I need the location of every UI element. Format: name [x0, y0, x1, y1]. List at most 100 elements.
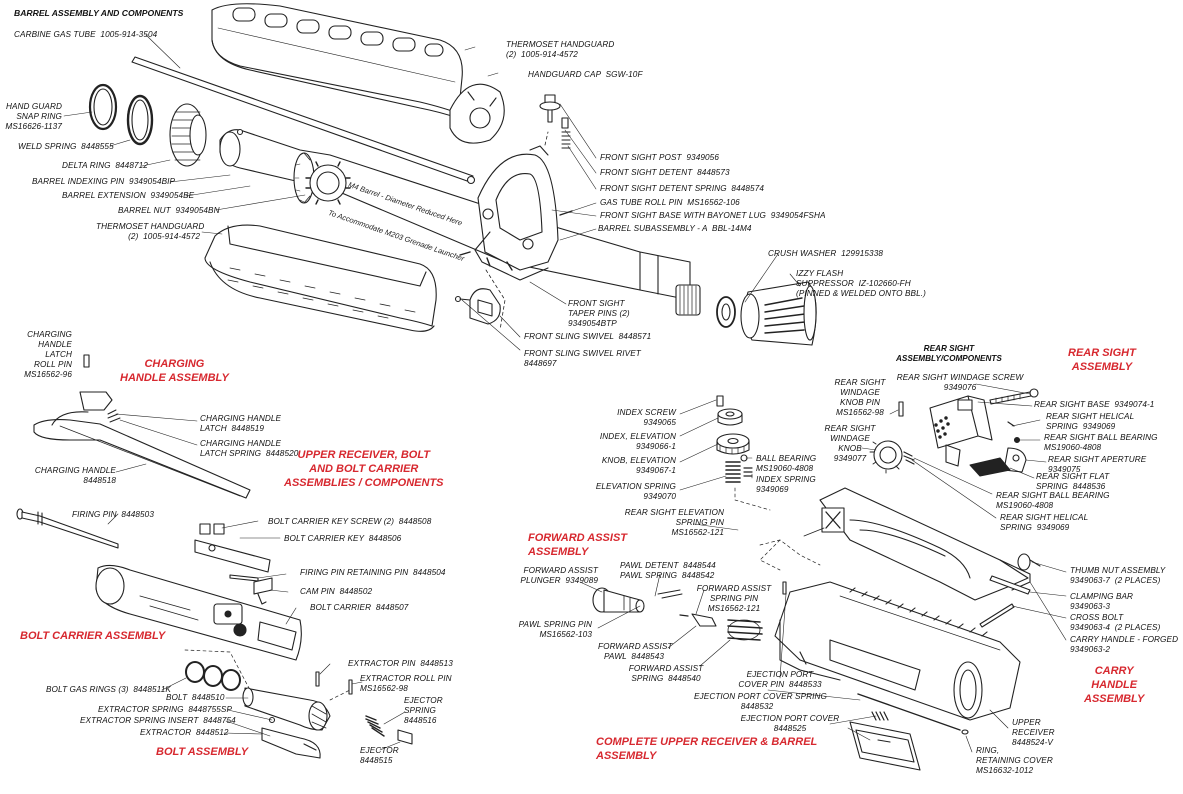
label-elevation-spring: ELEVATION SPRING 9349070: [595, 482, 676, 501]
label-handguard-cap: HANDGUARD CAP SGW-10F: [528, 70, 643, 79]
rear-sight-flat-spring-icon: [969, 457, 1011, 477]
label-ball-bearing-elev: BALL BEARING MS19060-4808: [756, 454, 817, 473]
forward-assist-spring-icon: [727, 619, 763, 641]
extractor-icon: [261, 727, 321, 759]
label-rear-sight-windage-knob-pin: REAR SIGHT WINDAGE KNOB PIN MS16562-98: [834, 378, 886, 417]
label-charging-handle-latch-spring: CHARGING HANDLE LATCH SPRING 8448520: [200, 439, 299, 458]
rear-sight-windage-knob-pin-icon: [898, 401, 904, 417]
heading-forward-assist: FORWARD ASSIST ASSEMBLY: [528, 532, 628, 558]
bolt-gas-rings-icon: [184, 649, 251, 691]
firing-pin-retaining-pin-icon: [229, 574, 259, 582]
ejection-port-spring-icon: [871, 711, 889, 721]
subheading-rear-sight: REAR SIGHT ASSEMBLY/COMPONENTS: [896, 344, 1002, 363]
label-bolt-carrier-key: BOLT CARRIER KEY 8448506: [284, 534, 402, 543]
rear-sight-aperture-icon: [1003, 447, 1027, 473]
label-barrel-indexing-pin: BARREL INDEXING PIN 9349054BIP: [32, 177, 176, 186]
bolt-carrier-icon: [95, 564, 302, 661]
forward-assist-pawl-icon: [679, 613, 717, 627]
label-izzy-flash: IZZY FLASH SUPPRESSOR IZ-102660-FH (PINN…: [796, 269, 926, 298]
forward-assist-plunger-icon: [592, 587, 645, 613]
label-cam-pin: CAM PIN 8448502: [300, 587, 373, 596]
carry-handle-icon: [819, 487, 1031, 601]
label-knob-elevation: KNOB, ELEVATION 9349067-1: [601, 456, 676, 475]
label-bolt: BOLT 8448510: [166, 693, 225, 702]
flash-suppressor-icon: [740, 281, 817, 346]
label-carry-handle-forged: CARRY HANDLE - FORGED 9349063-2: [1070, 635, 1179, 654]
front-sight-post-icon: [539, 94, 571, 149]
label-ejector-spring: EJECTOR SPRING 8448516: [404, 696, 443, 725]
label-charging-handle-latch-roll-pin: CHARGING HANDLE LATCH ROLL PIN MS16562-9…: [24, 330, 72, 379]
heading-bolt: BOLT ASSEMBLY: [156, 746, 249, 758]
label-firing-pin: FIRING PIN 8448503: [72, 510, 154, 519]
rear-sight-windage-knob-icon: [869, 440, 915, 474]
label-charging-handle: CHARGING HANDLE 8448518: [34, 466, 116, 485]
label-barrel-subassembly: BARREL SUBASSEMBLY - A BBL-14M4: [598, 224, 752, 233]
barrel-nut-icon: [305, 161, 351, 205]
label-carbine-gas-tube: CARBINE GAS TUBE 1005-914-3504: [14, 30, 158, 39]
charging-handle-icon: [33, 354, 251, 499]
label-rear-sight-helical-spring-top: REAR SIGHT HELICAL SPRING 9349069: [1046, 412, 1135, 431]
label-thermoset-handguard-lower: THERMOSET HANDGUARD (2) 1005-914-4572: [96, 222, 205, 241]
label-forward-assist-spring-pin: FORWARD ASSIST SPRING PIN MS16562-121: [696, 584, 772, 613]
label-upper-receiver: UPPER RECEIVER 8448524-V: [1012, 718, 1055, 747]
label-rear-sight-base: REAR SIGHT BASE 9349074-1: [1034, 400, 1155, 409]
bolt-icon: [242, 687, 331, 740]
handguard-cap-icon: [449, 83, 505, 144]
upper-receiver-icon: [774, 581, 1021, 721]
label-bolt-carrier: BOLT CARRIER 8448507: [310, 603, 409, 612]
label-rear-sight-windage-screw: REAR SIGHT WINDAGE SCREW 9349076: [896, 373, 1024, 392]
label-rear-sight-windage-knob: REAR SIGHT WINDAGE KNOB 9349077: [824, 424, 876, 463]
label-clamping-bar: CLAMPING BAR 9349063-3: [1070, 592, 1134, 611]
cam-pin-icon: [253, 577, 273, 605]
label-firing-pin-retaining-pin: FIRING PIN RETAINING PIN 8448504: [300, 568, 446, 577]
label-front-sight-detent-spring: FRONT SIGHT DETENT SPRING 8448574: [600, 184, 765, 193]
label-handguard-snap-ring: HAND GUARD SNAP RING MS16626-1137: [5, 102, 62, 131]
label-front-sight-base: FRONT SIGHT BASE WITH BAYONET LUG 934905…: [600, 211, 826, 220]
label-ejector: EJECTOR 8448515: [360, 746, 399, 765]
thumb-nut-icon: [1017, 553, 1041, 571]
label-rear-sight-flat-spring: REAR SIGHT FLAT SPRING 8448536: [1036, 472, 1110, 491]
label-pawl-spring: PAWL SPRING 8448542: [620, 571, 715, 580]
heading-carry-handle: CARRY HANDLE ASSEMBLY: [1084, 665, 1145, 705]
label-gas-tube-roll-pin: GAS TUBE ROLL PIN MS16562-106: [600, 198, 740, 207]
label-front-sling-swivel-rivet: FRONT SLING SWIVEL RIVET 8448697: [524, 349, 641, 368]
rear-sight-windage-screw-icon: [989, 388, 1039, 405]
label-pawl-spring-pin: PAWL SPRING PIN MS16562-103: [518, 620, 592, 639]
label-index-spring: INDEX SPRING 9349069: [756, 475, 816, 494]
label-front-sight-post: FRONT SIGHT POST 9349056: [600, 153, 719, 162]
rear-sight-base-icon: [929, 395, 993, 467]
label-ejection-port-cover: EJECTION PORT COVER 8448525: [740, 714, 840, 733]
ejector-spring-icon: [365, 715, 385, 737]
label-index-screw: INDEX SCREW 9349065: [617, 408, 676, 427]
label-forward-assist-plunger: FORWARD ASSIST PLUNGER 9349089: [520, 566, 598, 585]
weld-spring-icon: [126, 94, 154, 146]
label-index-elevation: INDEX, ELEVATION 9349066-1: [599, 432, 676, 451]
gas-tube-icon: [131, 56, 476, 185]
elevation-spring-icon: [725, 461, 741, 483]
label-rear-sight-aperture: REAR SIGHT APERTURE 9349075: [1048, 455, 1147, 474]
label-delta-ring: DELTA RING 8448712: [62, 161, 148, 170]
pawl-spring-icon: [657, 589, 683, 599]
label-extractor-spring: EXTRACTOR SPRING 8448755SP: [98, 705, 233, 714]
diagram-title: BARREL ASSEMBLY AND COMPONENTS: [14, 8, 184, 18]
heading-rear-sight: REAR SIGHT ASSEMBLY: [1068, 347, 1136, 373]
label-pawl-detent: PAWL DETENT 8448544: [620, 561, 716, 570]
label-extractor-roll-pin: EXTRACTOR ROLL PIN MS16562-98: [360, 674, 452, 693]
heading-bolt-carrier: BOLT CARRIER ASSEMBLY: [20, 630, 166, 642]
label-extractor-pin: EXTRACTOR PIN 8448513: [348, 659, 453, 668]
label-rear-sight-ball-bearing-top: REAR SIGHT BALL BEARING MS19060-4808: [1044, 433, 1158, 452]
index-screw-icon: [716, 395, 724, 407]
label-barrel-nut: BARREL NUT 9349054BN: [118, 206, 220, 215]
clamping-bar-icon: [989, 575, 1031, 595]
label-extractor: EXTRACTOR 8448512: [140, 728, 229, 737]
label-barrel-extension: BARREL EXTENSION 9349054BE: [62, 191, 195, 200]
cross-bolt-icon: [979, 603, 1015, 628]
label-charging-handle-latch: CHARGING HANDLE LATCH 8448519: [200, 414, 282, 433]
label-ejection-port-cover-spring: EJECTION PORT COVER SPRING 8448532: [694, 692, 828, 711]
label-front-sight-taper-pins: FRONT SIGHT TAPER PINS (2) 9349054BTP: [568, 299, 630, 328]
ejection-port-cover-icon: [849, 721, 921, 771]
label-cross-bolt: CROSS BOLT 9349063-4 (2 PLACES): [1070, 613, 1161, 632]
delta-ring-icon: [169, 103, 207, 167]
